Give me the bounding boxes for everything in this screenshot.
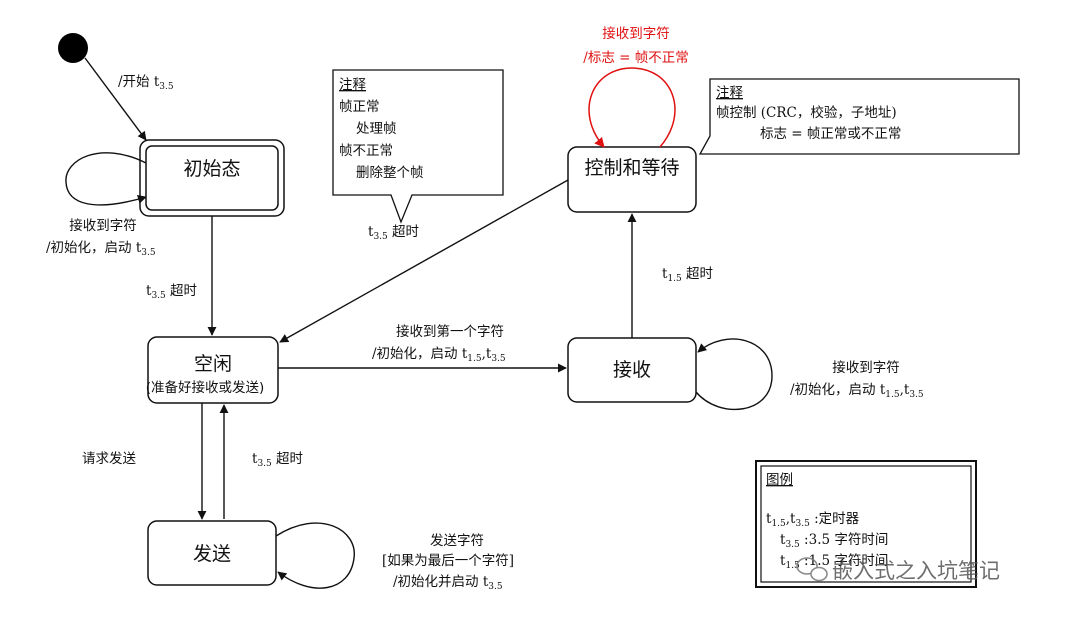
control-to-idle-label: t3.5 超时: [368, 224, 419, 242]
start-arrow: [84, 57, 147, 141]
note-left-line3: 帧不正常: [339, 143, 393, 159]
note-right-line2: 标志 = 帧正常或不正常: [760, 126, 901, 142]
control-self-label-2: /标志 = 帧不正常: [583, 50, 688, 66]
state-initial: 初始态: [139, 139, 285, 217]
legend-line3: t1.5 :1.5 字符时间: [780, 553, 888, 571]
control-self-loop: [588, 67, 676, 148]
state-initial-label: 初始态: [183, 158, 240, 180]
idle-to-receive-label-2: /初始化，启动 t1.5,t3.5: [372, 345, 506, 364]
legend: 图例 t1.5,t3.5 :定时器 t3.5 :3.5 字符时间 t1.5 :1…: [755, 460, 977, 588]
note-left-line1: 帧正常: [339, 99, 380, 115]
note-left-title: 注释: [339, 77, 366, 93]
receive-self-label-2: /初始化，启动 t1.5,t3.5: [790, 381, 924, 400]
note-left-line4: 删除整个帧: [356, 165, 424, 181]
send-self-label-2: [如果为最后一个字符]: [382, 553, 514, 569]
note-right-line1: 帧控制 (CRC，校验，子地址): [716, 104, 897, 121]
state-idle: 空闲 (准备好接收或发送): [146, 336, 279, 404]
watermark-text: 嵌入式之入坑笔记: [832, 559, 1000, 583]
wechat-icon: [796, 557, 828, 582]
state-control-wait: 控制和等待: [567, 146, 697, 213]
state-receive-label: 接收: [613, 359, 651, 381]
state-send: 发送: [147, 520, 277, 586]
note-right-title: 注释: [716, 85, 744, 101]
receive-self-label-1: 接收到字符: [832, 359, 900, 376]
note-right: 注释 帧控制 (CRC，校验，子地址) 标志 = 帧正常或不正常: [698, 78, 1020, 155]
state-control-wait-label: 控制和等待: [584, 157, 679, 179]
watermark: 嵌入式之入坑笔记: [796, 557, 1000, 583]
initial-to-idle-label: t3.5 超时: [146, 283, 197, 301]
state-receive: 接收: [567, 337, 697, 403]
initial-self-label-1: 接收到字符: [69, 217, 137, 234]
state-send-label: 发送: [193, 543, 231, 565]
state-idle-label: 空闲: [194, 353, 232, 375]
send-self-label-3: /初始化并启动 t3.5: [393, 573, 503, 592]
control-self-label-1: 接收到字符: [602, 25, 670, 42]
send-self-loop: [275, 522, 355, 589]
idle-to-receive-label-1: 接收到第一个字符: [396, 323, 504, 340]
legend-title: 图例: [766, 472, 793, 488]
state-idle-sublabel: (准备好接收或发送): [146, 379, 265, 396]
initial-self-loop: [65, 152, 147, 206]
legend-line1: t1.5,t3.5 :定时器: [766, 511, 860, 529]
idle-to-send-label: 请求发送: [82, 451, 136, 467]
receive-self-loop: [695, 338, 773, 411]
start-label: /开始 t3.5: [118, 74, 174, 92]
note-left: 注释 帧正常 处理帧 帧不正常 删除整个帧: [332, 69, 504, 224]
send-self-label-1: 发送字符: [430, 533, 484, 549]
send-to-idle-label: t3.5 超时: [252, 451, 303, 469]
control-to-idle-arrow: [279, 179, 569, 343]
receive-to-control-label: t1.5 超时: [662, 266, 713, 284]
initial-self-label-2: /初始化，启动 t3.5: [46, 239, 156, 258]
note-left-line2: 处理帧: [356, 121, 397, 137]
start-node: [58, 33, 88, 63]
legend-line2: t3.5 :3.5 字符时间: [780, 532, 888, 550]
